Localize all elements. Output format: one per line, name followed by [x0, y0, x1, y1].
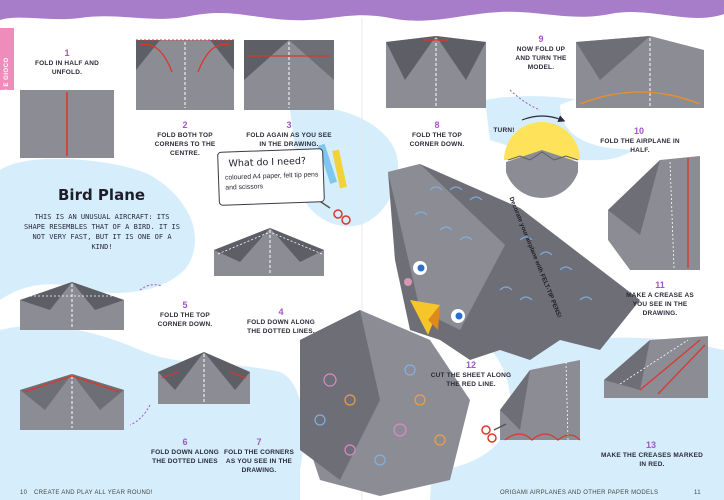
step-5-diagram: [20, 282, 124, 330]
top-wave-band: [0, 0, 724, 21]
step-2-diagram: [136, 39, 234, 110]
step-12-number: 12: [465, 360, 476, 370]
bird-plane-small: [300, 310, 470, 496]
step-1-diagram: [20, 90, 114, 158]
step-3-text: FOLD AGAIN AS YOU SEE IN THE DRAWING.: [246, 132, 332, 148]
step-7-diagram: [158, 352, 250, 404]
left-blue-blob: [0, 158, 196, 300]
step-6-text: FOLD DOWN ALONG THE DOTTED LINES: [150, 449, 220, 465]
turn-diagram: [504, 115, 580, 214]
step-1-number: 1: [64, 48, 70, 58]
step-10-text: FOLD THE AIRPLANE IN HALF.: [600, 138, 680, 154]
step-5-number: 5: [182, 300, 188, 310]
step-7-number: 7: [256, 437, 262, 447]
step-7-text: FOLD THE CORNERS AS YOU SEE IN THE DRAWI…: [223, 449, 294, 474]
step-2-text: FOLD BOTH TOP CORNERS TO THE CENTRE.: [154, 132, 216, 157]
step-2-number: 2: [182, 120, 188, 130]
step-4-diagram: [214, 228, 324, 276]
step-13-text: MAKE THE CREASES MARKED IN RED.: [600, 452, 704, 468]
step-8-number: 8: [434, 120, 440, 130]
step-12-diagram: [500, 360, 581, 441]
footer-left-text: CREATE AND PLAY ALL YEAR ROUND!: [34, 490, 153, 496]
step-4-text: FOLD DOWN ALONG THE DOTTED LINES.: [246, 319, 316, 335]
step-13-number: 13: [645, 440, 656, 450]
step-9-diagram: [576, 36, 704, 108]
footer-left-number: 10: [20, 490, 28, 496]
step-3-number: 3: [286, 120, 292, 130]
cloud-right: [560, 95, 724, 151]
step-9-number: 9: [538, 34, 544, 44]
step-11-number: 11: [655, 280, 665, 290]
step-6-diagram: [20, 374, 124, 430]
step-10-diagram: [608, 156, 700, 270]
footer-right-number: 11: [694, 490, 701, 496]
step-3-diagram: [244, 40, 334, 110]
intro-text: THIS IS AN UNUSUAL AIRCRAFT: ITS SHAPE R…: [24, 213, 180, 251]
step-6-number: 6: [182, 437, 188, 447]
step-5-text: FOLD THE TOP CORNER DOWN.: [157, 312, 213, 328]
step-4-number: 4: [278, 307, 284, 317]
footer-right-text: ORIGAMI AIRPLANES AND OTHER PAPER MODELS: [500, 490, 659, 496]
page-title: Bird Plane: [58, 186, 146, 204]
step-12-text: CUT THE SHEET ALONG THE RED LINE.: [430, 372, 512, 388]
what-do-i-need-box: What do I need? coloured A4 paper, felt …: [217, 148, 325, 206]
step-9-text: NOW FOLD UP AND TURN THE MODEL.: [515, 46, 567, 71]
what-do-i-need-title: What do I need?: [228, 155, 307, 170]
turn-label: TURN!: [493, 127, 515, 134]
step-11-diagram: [604, 336, 708, 398]
what-do-i-need-text: coloured A4 paper, felt tip pens and sci…: [224, 171, 319, 192]
step-8-diagram: [386, 36, 486, 108]
bird-plane-large: [388, 164, 640, 360]
side-tab-bg: [0, 28, 14, 90]
step-1-text: FOLD IN HALF AND UNFOLD.: [35, 60, 99, 76]
step-10-number: 10: [633, 126, 644, 136]
step-8-text: FOLD THE TOP CORNER DOWN.: [409, 132, 465, 148]
step-11-text: MAKE A CREASE AS YOU SEE IN THE DRAWING.: [626, 292, 694, 317]
